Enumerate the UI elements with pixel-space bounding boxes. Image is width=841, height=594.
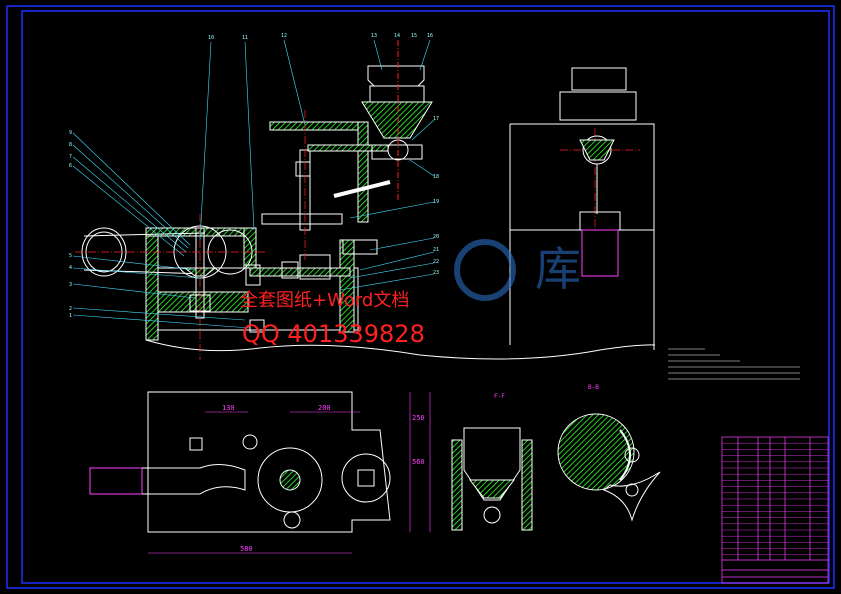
part-label-1: 1 xyxy=(69,313,72,319)
part-label-14: 14 xyxy=(394,33,400,39)
outer-frame xyxy=(6,5,835,589)
part-label-13: 13 xyxy=(371,33,377,39)
leader-lines xyxy=(72,39,435,329)
part-label-2: 2 xyxy=(69,306,72,312)
section-view-ff xyxy=(451,427,533,531)
part-label-12: 12 xyxy=(281,33,287,39)
dim-580: 580 xyxy=(240,545,253,553)
part-label-11: 11 xyxy=(242,35,248,41)
section-label-bb: B-B xyxy=(588,384,599,391)
dimension-values: 130 200 250 560 580 xyxy=(222,404,425,553)
part-label-4: 4 xyxy=(69,265,72,271)
part-label-7: 7 xyxy=(69,154,72,160)
part-label-8: 8 xyxy=(69,142,72,148)
dimension-lines xyxy=(148,392,431,554)
part-label-20: 20 xyxy=(433,234,439,240)
watermark-logo-char: 库 xyxy=(535,242,581,296)
inner-frame xyxy=(21,10,830,584)
dim-560: 560 xyxy=(412,458,425,466)
technical-notes xyxy=(668,348,800,380)
part-label-17: 17 xyxy=(433,116,439,122)
part-label-19: 19 xyxy=(433,199,439,205)
dim-250: 250 xyxy=(412,414,425,422)
part-label-21: 21 xyxy=(433,247,439,253)
part-label-6: 6 xyxy=(69,163,72,169)
watermark-line-1: 全套图纸+Word文档 xyxy=(240,290,410,311)
dim-130: 130 xyxy=(222,404,235,412)
part-label-15: 15 xyxy=(411,33,417,39)
section-view-bb xyxy=(557,413,661,522)
section-label-ff: F-F xyxy=(494,393,505,400)
part-label-3: 3 xyxy=(69,282,72,288)
part-label-22: 22 xyxy=(433,259,439,265)
part-label-9: 9 xyxy=(69,130,72,136)
part-label-18: 18 xyxy=(433,174,439,180)
title-block xyxy=(721,436,829,584)
part-label-10: 10 xyxy=(208,35,214,41)
dim-200: 200 xyxy=(318,404,331,412)
title-block-rows xyxy=(722,443,828,555)
part-label-5: 5 xyxy=(69,253,72,259)
part-label-23: 23 xyxy=(433,270,439,276)
side-view xyxy=(509,67,655,350)
part-label-16: 16 xyxy=(427,33,433,39)
watermark-line-2: QQ 401339828 xyxy=(242,320,425,348)
part-number-labels: 10 11 12 13 14 15 16 17 18 19 20 21 22 2… xyxy=(69,33,439,319)
watermark-logo: 库 xyxy=(454,239,581,301)
plan-view xyxy=(89,391,391,533)
